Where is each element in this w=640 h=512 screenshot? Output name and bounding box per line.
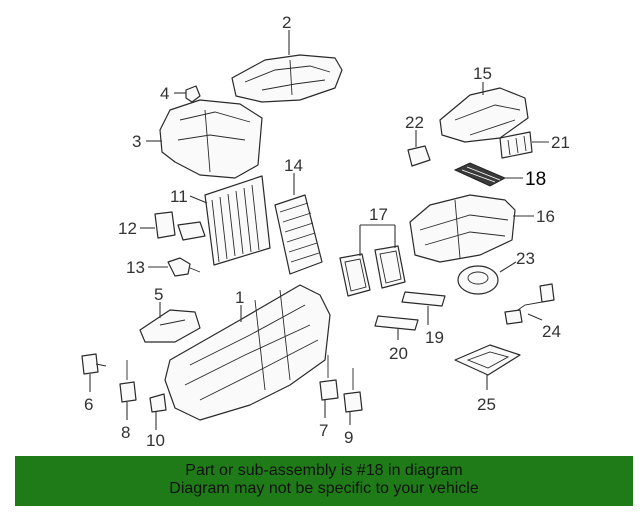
part-1-hvac-unit[interactable] bbox=[164, 284, 331, 421]
callout-8: 8 bbox=[121, 423, 130, 442]
callout-20: 20 bbox=[389, 344, 408, 363]
callout-17: 17 bbox=[369, 205, 388, 224]
callout-12: 12 bbox=[118, 219, 137, 238]
callout-labels: 2 4 3 11 14 12 13 5 1 6 8 10 7 9 15 22 2… bbox=[84, 13, 570, 450]
part-2-upper-case[interactable] bbox=[231, 54, 343, 103]
callout-25: 25 bbox=[477, 395, 496, 414]
part-23-blower-motor[interactable] bbox=[457, 265, 499, 295]
leader-lines bbox=[89, 30, 549, 430]
callout-16: 16 bbox=[536, 207, 555, 226]
part-24-resistor[interactable] bbox=[504, 283, 555, 325]
callout-23: 23 bbox=[516, 249, 535, 268]
part-25-tray[interactable] bbox=[454, 344, 521, 376]
callout-24: 24 bbox=[542, 322, 561, 341]
callout-18: 18 bbox=[525, 169, 546, 190]
part-21-filter-door[interactable] bbox=[499, 131, 533, 159]
part-22-bracket[interactable] bbox=[407, 145, 431, 167]
callout-21: 21 bbox=[551, 133, 570, 152]
part-5-duct[interactable] bbox=[139, 309, 201, 343]
info-banner: Part or sub-assembly is #18 in diagram D… bbox=[15, 456, 633, 506]
part-15-cover[interactable] bbox=[439, 87, 529, 143]
callout-6: 6 bbox=[84, 395, 93, 414]
callout-15: 15 bbox=[473, 64, 492, 83]
callout-10: 10 bbox=[146, 431, 165, 450]
banner-line-2: Diagram may not be specific to your vehi… bbox=[169, 480, 479, 497]
part-19-strip[interactable] bbox=[401, 291, 446, 307]
callout-1: 1 bbox=[235, 288, 244, 307]
callout-22: 22 bbox=[405, 113, 424, 132]
part-20-strip[interactable] bbox=[374, 315, 419, 331]
part-16-blower-housing[interactable] bbox=[409, 194, 516, 263]
part-4-clip[interactable] bbox=[185, 85, 201, 103]
callout-7: 7 bbox=[319, 421, 328, 440]
callout-14: 14 bbox=[284, 156, 303, 175]
part-6-actuator[interactable] bbox=[81, 353, 107, 375]
part-11-evaporator[interactable] bbox=[204, 175, 271, 266]
callout-4: 4 bbox=[160, 84, 169, 103]
part-8-actuator[interactable] bbox=[119, 360, 137, 403]
callout-13: 13 bbox=[126, 258, 145, 277]
part-13-sensor[interactable] bbox=[167, 257, 201, 277]
part-14-heater-core[interactable] bbox=[274, 194, 323, 275]
parts-diagram: 2 4 3 11 14 12 13 5 1 6 8 10 7 9 15 22 2… bbox=[81, 13, 570, 450]
callout-19: 19 bbox=[425, 328, 444, 347]
callout-3: 3 bbox=[132, 132, 141, 151]
part-7-actuator[interactable] bbox=[319, 355, 339, 401]
callout-11: 11 bbox=[170, 187, 188, 206]
part-17-seals[interactable] bbox=[339, 245, 406, 297]
callout-2: 2 bbox=[282, 13, 291, 32]
part-18-cabin-filter[interactable] bbox=[453, 162, 507, 187]
callout-5: 5 bbox=[154, 285, 163, 304]
callout-9: 9 bbox=[344, 428, 353, 447]
part-3-case-half[interactable] bbox=[159, 99, 263, 179]
part-12-valve[interactable] bbox=[154, 211, 206, 241]
banner-line-1: Part or sub-assembly is #18 in diagram bbox=[185, 462, 463, 479]
part-10-actuator[interactable] bbox=[149, 393, 167, 413]
part-9-actuator[interactable] bbox=[343, 368, 363, 413]
